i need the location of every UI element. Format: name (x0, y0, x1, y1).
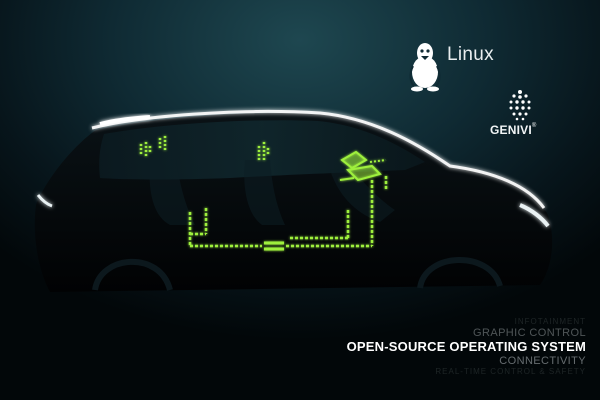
green-network (139, 136, 388, 251)
wiring (188, 176, 388, 248)
linux-logo: Linux (405, 40, 505, 96)
caption-faint-top: INFOTAINMENT (514, 317, 586, 326)
feature-captions: INFOTAINMENT GRAPHIC CONTROL OPEN-SOURCE… (286, 317, 586, 377)
caption-graphic-control: GRAPHIC CONTROL (473, 327, 586, 339)
roof-highlight (91, 109, 546, 209)
caption-faint-bottom: REAL-TIME CONTROL & SAFETY (435, 367, 586, 376)
genivi-dots-icon (509, 90, 531, 121)
rear-light (36, 194, 53, 208)
genivi-logo: GENIVI® (490, 88, 552, 150)
speaker-left-rear (139, 142, 152, 158)
caption-connectivity: CONNECTIVITY (499, 355, 586, 367)
dashboard-screen (339, 150, 387, 182)
speaker-left-mid (158, 136, 167, 152)
car-interior (149, 160, 395, 225)
car-windows (99, 120, 425, 180)
front-light (519, 203, 550, 228)
genivi-label: GENIVI® (490, 123, 537, 137)
tux-penguin-icon (409, 43, 441, 92)
speaker-center (257, 142, 270, 162)
linux-label: Linux (447, 44, 494, 65)
central-connector (264, 241, 284, 251)
caption-open-source-os: OPEN-SOURCE OPERATING SYSTEM (346, 339, 586, 354)
